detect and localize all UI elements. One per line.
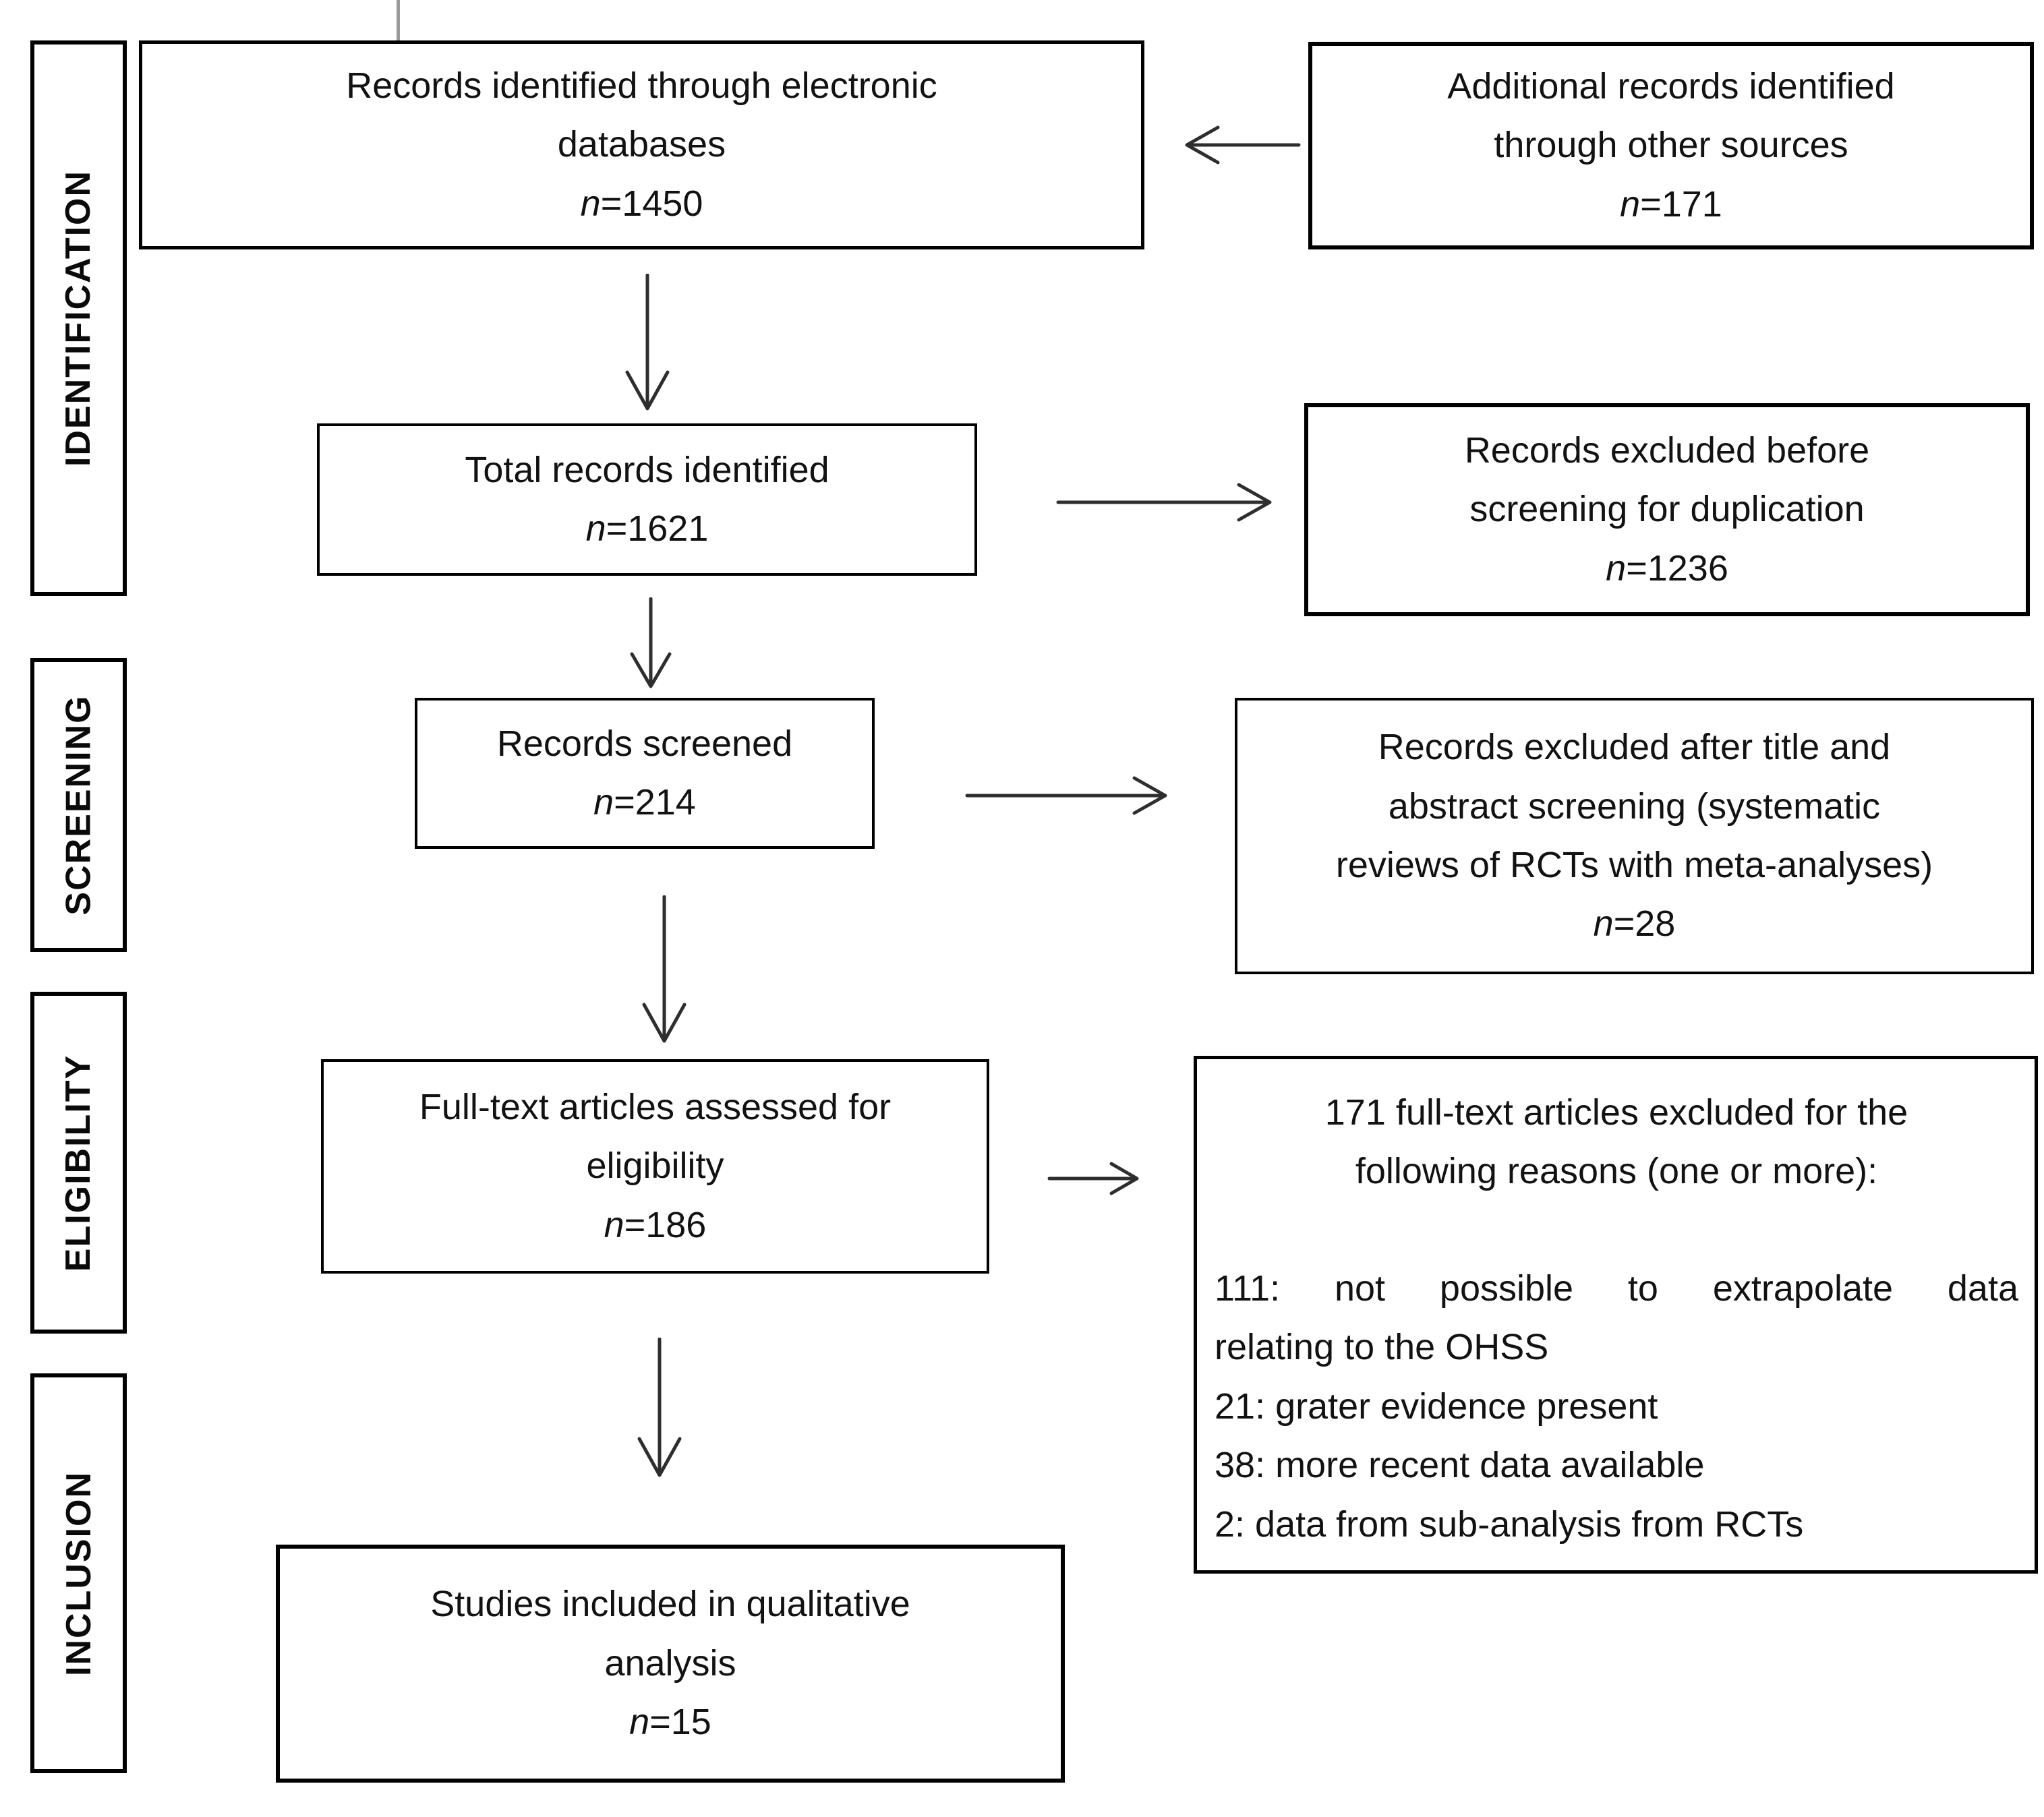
stage-label-screening: SCREENING: [59, 694, 98, 916]
box-text-line: Studies included in qualitative: [430, 1584, 910, 1625]
stray-tick-mark: [397, 0, 400, 42]
count-value: =186: [624, 1204, 707, 1245]
box-additional-records: Additional records identified through ot…: [1308, 42, 2034, 249]
box-text-line: Records excluded before: [1464, 429, 1870, 471]
box-fulltext-assessed: Full-text articles assessed for eligibil…: [321, 1059, 989, 1274]
n-symbol: n: [580, 183, 601, 224]
exclusion-reason: 21: grater evidence present: [1215, 1386, 1658, 1427]
exclusion-reason: relating to the OHSS: [1215, 1327, 1549, 1368]
box-total-records: Total records identified n=1621: [317, 423, 977, 576]
count-value: =1450: [600, 183, 703, 224]
box-excluded-duplication: Records excluded before screening for du…: [1304, 403, 2030, 616]
arrow-down-icon: [620, 274, 674, 413]
box-text-line: through other sources: [1494, 125, 1848, 166]
stage-box-inclusion: INCLUSION: [30, 1373, 127, 1773]
exclusion-reasons-list: 111: not possible to extrapolate data re…: [1215, 1259, 2018, 1554]
box-count-line: n=28: [1594, 895, 1676, 953]
n-symbol: n: [1620, 183, 1641, 225]
box-text-line: Additional records identified: [1447, 65, 1895, 107]
arrow-right-icon: [964, 769, 1169, 823]
count-value: =1236: [1626, 547, 1728, 589]
box-text-line: databases: [557, 124, 726, 165]
count-value: =214: [614, 782, 696, 823]
arrow-left-icon: [1181, 118, 1302, 172]
box-text-line: Total records identified: [465, 449, 829, 490]
box-excluded-title-abstract: Records excluded after title and abstrac…: [1235, 698, 2034, 974]
stage-box-eligibility: ELIGIBILITY: [30, 992, 127, 1334]
box-count-line: n=1621: [586, 500, 709, 558]
n-symbol: n: [585, 508, 606, 549]
box-count-line: n=214: [593, 773, 696, 832]
box-text-line: 171 full-text articles excluded for the: [1324, 1092, 1908, 1133]
box-text-line: screening for duplication: [1469, 489, 1865, 530]
n-symbol: n: [604, 1204, 624, 1245]
box-records-identified: Records identified through electronic da…: [139, 40, 1144, 249]
arrow-right-icon: [1055, 475, 1274, 529]
box-count-line: n=186: [604, 1196, 707, 1255]
count-value: =1621: [606, 508, 709, 549]
box-text-line: Records screened: [496, 723, 793, 764]
box-text-line: eligibility: [586, 1145, 724, 1187]
stage-label-identification: IDENTIFICATION: [59, 169, 98, 467]
count-value: =15: [649, 1702, 711, 1743]
box-text-line: reviews of RCTs with meta-analyses): [1335, 845, 1933, 885]
arrow-right-icon: [1047, 1152, 1141, 1205]
box-text-line: Full-text articles assessed for: [419, 1086, 892, 1127]
box-fulltext-excluded-reasons: 171 full-text articles excluded for the …: [1194, 1056, 2038, 1574]
exclusion-reason: 2: data from sub-analysis from RCTs: [1215, 1503, 1804, 1545]
exclusion-reason: 111: not possible to extrapolate data: [1215, 1268, 2018, 1309]
box-text-line: abstract screening (systematic: [1388, 785, 1881, 827]
stage-label-eligibility: ELIGIBILITY: [59, 1054, 98, 1272]
box-count-line: n=15: [629, 1693, 711, 1752]
box-count-line: n=1450: [581, 175, 703, 233]
box-count-line: n=1236: [1606, 539, 1728, 598]
arrow-down-icon: [624, 597, 678, 690]
stage-label-inclusion: INCLUSION: [59, 1470, 98, 1676]
stage-box-identification: IDENTIFICATION: [30, 40, 127, 596]
arrow-down-icon: [633, 1338, 687, 1479]
n-symbol: n: [629, 1702, 650, 1743]
count-value: =171: [1640, 183, 1722, 225]
stage-box-screening: SCREENING: [30, 658, 127, 952]
count-value: =28: [1613, 903, 1676, 945]
exclusion-reason: 38: more recent data available: [1215, 1445, 1705, 1486]
box-text-line: analysis: [604, 1642, 736, 1684]
box-text-line: Records identified through electronic: [346, 65, 937, 106]
n-symbol: n: [593, 782, 614, 823]
box-count-line: n=171: [1620, 175, 1722, 234]
n-symbol: n: [1593, 903, 1614, 945]
box-text-line: Records excluded after title and: [1378, 727, 1891, 768]
arrow-down-icon: [637, 895, 691, 1045]
n-symbol: n: [1606, 547, 1627, 589]
box-studies-included: Studies included in qualitative analysis…: [276, 1545, 1065, 1783]
box-records-screened: Records screened n=214: [415, 698, 875, 849]
box-text-line: following reasons (one or more):: [1355, 1151, 1878, 1192]
